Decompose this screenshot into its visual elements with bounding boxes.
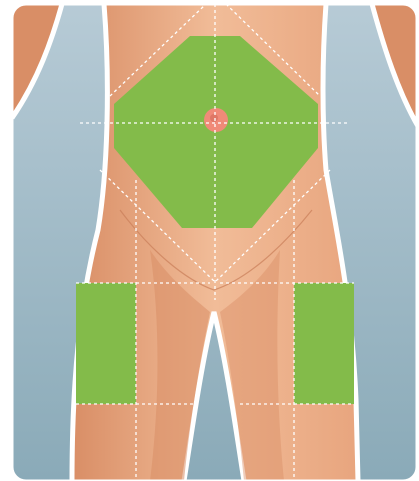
left-thigh-injection-zone: [76, 283, 136, 404]
right-thigh-injection-zone: [294, 283, 354, 404]
navel-center: [210, 114, 218, 122]
